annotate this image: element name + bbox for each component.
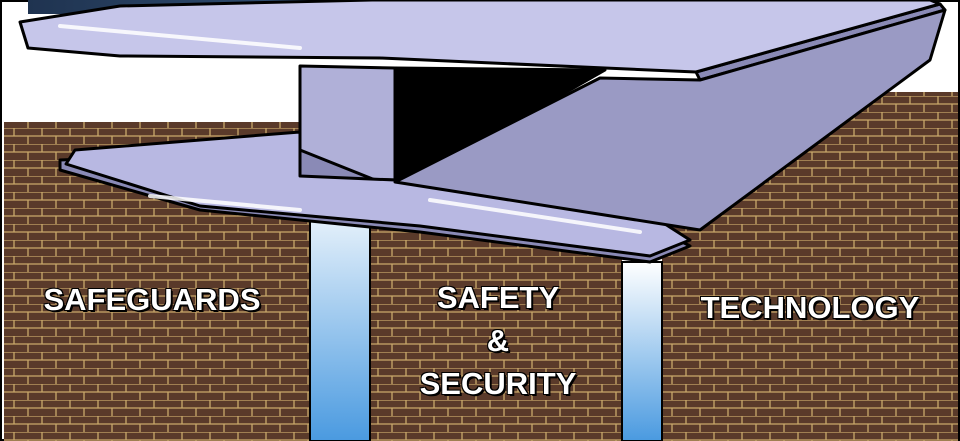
steel-i-beam-icon [18, 0, 947, 264]
pillar-label-line-3: SECURITY [419, 366, 577, 401]
pillar-label-line-2: & [486, 323, 510, 358]
support-column-right [621, 261, 663, 441]
pillar-label-line-1: SAFETY [436, 280, 560, 315]
pillar-label-technology: TECHNOLOGY [700, 290, 920, 325]
pillar-label-safeguards: SAFEGUARDS [43, 282, 261, 317]
pillar-label-safety-security: SAFETY & SECURITY [372, 276, 624, 405]
beam-highlights [58, 24, 642, 234]
